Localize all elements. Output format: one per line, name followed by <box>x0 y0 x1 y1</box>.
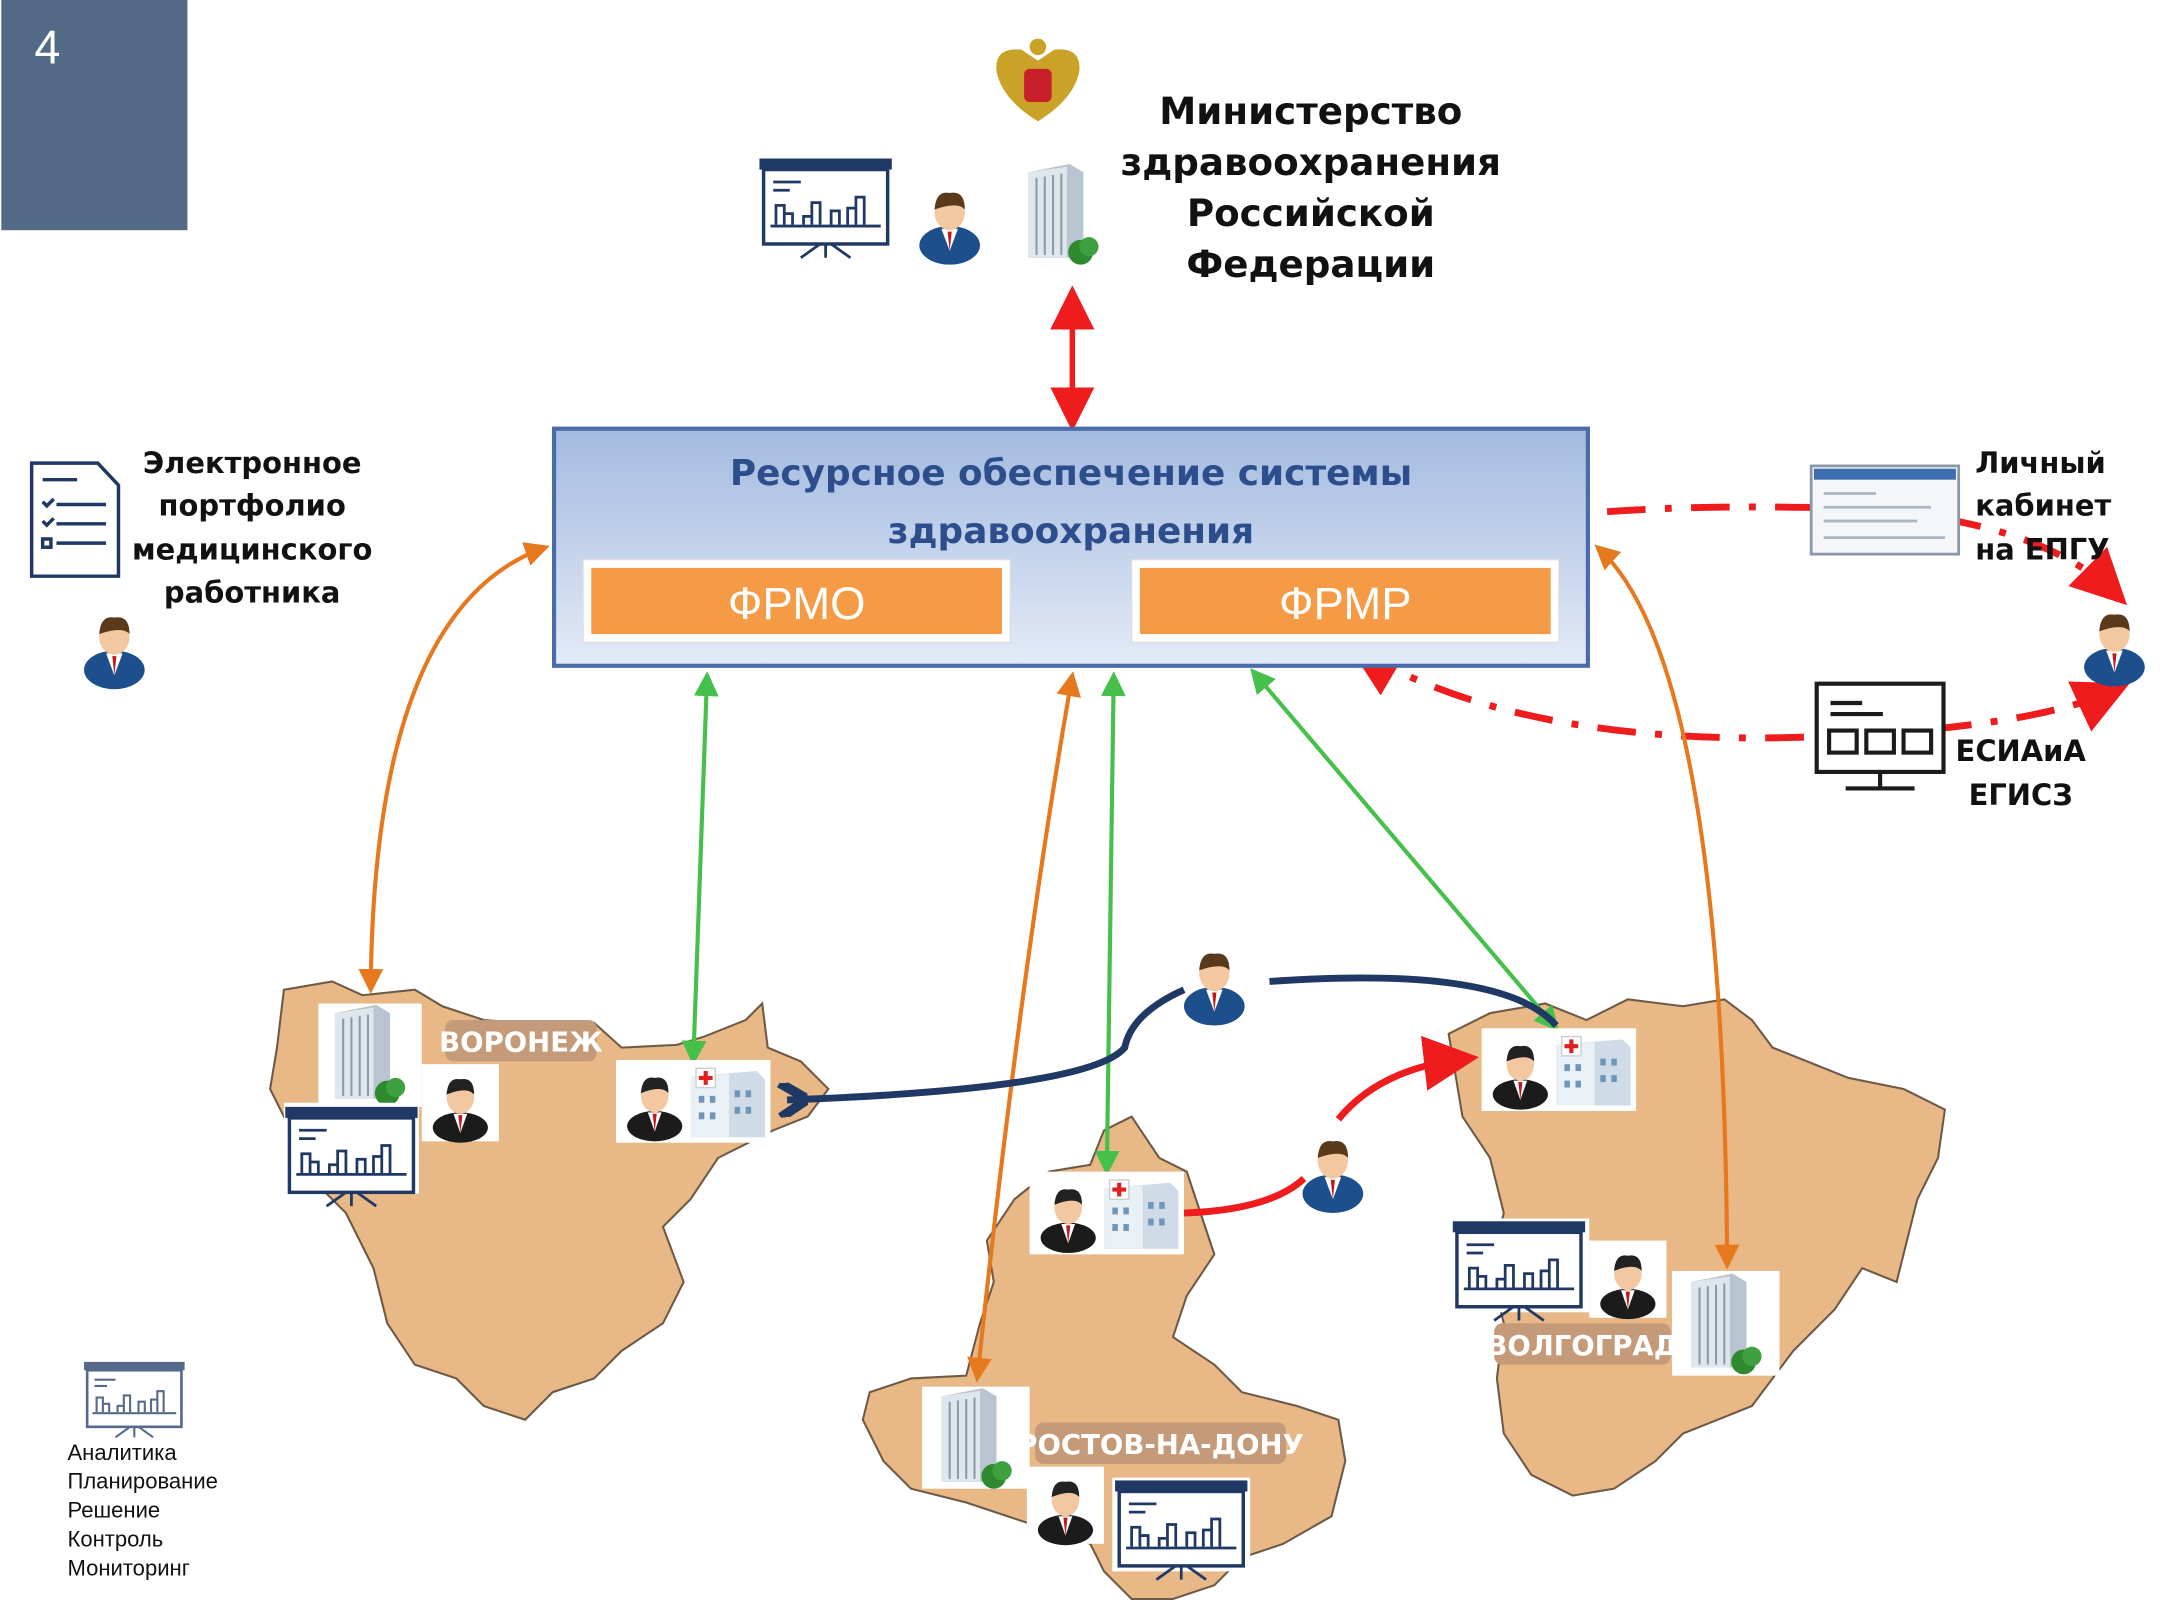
legend-item: Контроль <box>67 1527 163 1552</box>
rostov-official-icon <box>1026 1466 1105 1546</box>
volgograd-building-icon <box>1671 1270 1780 1376</box>
frmo-button[interactable]: ФРМО <box>582 558 1012 644</box>
patient-icon <box>1302 1140 1364 1214</box>
volgograd-name: ВОЛГОГРАД <box>1486 1330 1678 1362</box>
voronezh-board-icon <box>283 1102 420 1208</box>
volgograd-board-icon <box>1451 1218 1590 1323</box>
epgu-screen-icon <box>1809 464 1961 556</box>
voronezh-building-icon <box>318 1003 422 1107</box>
official-person-icon <box>919 192 980 265</box>
epgu-line: на ЕПГУ <box>1975 533 2109 567</box>
analytics-board-icon <box>757 156 894 260</box>
coat-of-arms-icon <box>996 38 1080 122</box>
portfolio-line: Электронное <box>143 446 362 480</box>
document-checklist-icon <box>29 461 121 578</box>
voronezh-hospital-icon <box>616 1060 770 1143</box>
volgograd-orange-arrow <box>1594 544 1740 1270</box>
voronezh-official-icon <box>421 1064 499 1143</box>
frmr-button[interactable]: ФРМР <box>1130 558 1560 644</box>
portfolio-line: медицинского <box>132 533 372 567</box>
portfolio-line: портфолио <box>159 489 346 523</box>
voronezh-label: ВОРОНЕЖ <box>439 1020 603 1062</box>
portfolio-line: работника <box>164 575 341 609</box>
rostov-label: РОСТОВ-НА-ДОНУ <box>1017 1422 1304 1464</box>
medical-worker-icon <box>84 617 145 690</box>
legend: Аналитика Планирование Решение Контроль … <box>67 1440 217 1581</box>
legend-item: Мониторинг <box>67 1556 189 1581</box>
system-title-line: Ресурсное обеспечение системы <box>730 453 1412 494</box>
legend-item: Аналитика <box>67 1440 177 1465</box>
frmr-label: ФРМР <box>1279 578 1412 629</box>
ministry-line: здравоохранения <box>1121 140 1501 184</box>
volgograd-label: ВОЛГОГРАД <box>1486 1323 1678 1365</box>
navy-arrow <box>787 974 1559 1100</box>
legend-board-icon <box>82 1360 186 1439</box>
slide-number: 4 <box>34 21 60 73</box>
esia-line: ЕГИСЗ <box>1969 778 2073 812</box>
rostov-orange-arrow <box>967 671 1081 1383</box>
rostov-board-icon <box>1112 1477 1251 1582</box>
esia-line: ЕСИАиА <box>1956 734 2087 768</box>
volgograd-hospital-icon <box>1482 1028 1636 1111</box>
system-title-line: здравоохранения <box>888 511 1254 552</box>
red-curve-arrow <box>1183 1059 1465 1217</box>
rostov-building-icon <box>922 1386 1030 1490</box>
rostov-hospital-icon <box>1030 1172 1184 1255</box>
ministry-line: Российской <box>1187 191 1435 235</box>
ministry-title: Министерство здравоохранения Российской … <box>1121 89 1501 286</box>
legend-item: Решение <box>67 1498 160 1523</box>
ministry-line: Федерации <box>1186 242 1435 286</box>
ministry-building-icon <box>1027 162 1100 266</box>
legend-item: Планирование <box>67 1469 217 1494</box>
frmo-label: ФРМО <box>728 578 866 629</box>
patient-icon <box>1184 953 1245 1026</box>
volgograd-green-arrow <box>1250 668 1559 1032</box>
ministry-line: Министерство <box>1159 89 1462 133</box>
voronezh-name: ВОРОНЕЖ <box>439 1027 603 1059</box>
slide-number-badge <box>1 0 188 231</box>
monitor-icon <box>1814 681 1946 791</box>
voronezh-orange-arrow <box>358 542 550 994</box>
volgograd-official-icon <box>1589 1240 1667 1320</box>
rostov-name: РОСТОВ-НА-ДОНУ <box>1017 1429 1304 1461</box>
voronezh-green-arrow <box>681 671 719 1066</box>
citizen-icon <box>2084 614 2145 687</box>
epgu-line: Личный <box>1975 446 2106 480</box>
rostov-green-arrow <box>1094 671 1126 1176</box>
epgu-line: кабинет <box>1975 489 2111 523</box>
